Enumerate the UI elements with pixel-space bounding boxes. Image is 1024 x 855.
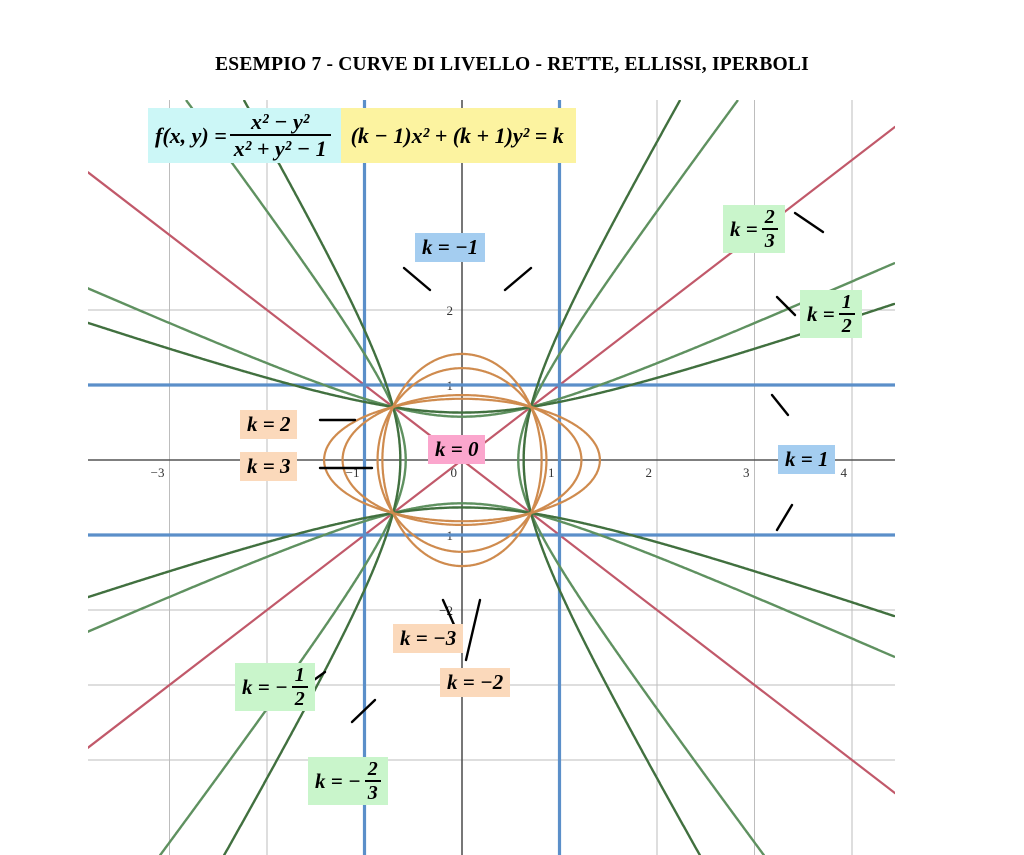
svg-text:1: 1: [548, 465, 555, 480]
svg-text:4: 4: [841, 465, 848, 480]
leader-line: [770, 393, 790, 417]
axes: [88, 100, 895, 855]
page-title: ESEMPIO 7 - CURVE DI LIVELLO - RETTE, EL…: [215, 54, 809, 75]
label-k-1: k = 1: [778, 445, 836, 474]
formula-banner: f(x, y) = x² − y² x² + y² − 1 (k − 1)x² …: [148, 108, 576, 163]
level-equation-box: (k − 1)x² + (k + 1)y² = k: [340, 108, 576, 163]
leader-line: [775, 503, 794, 532]
leader-line: [793, 211, 825, 234]
fraction-denominator: 2: [291, 686, 308, 709]
fraction-denominator: x² + y² − 1: [229, 134, 331, 160]
label-k-two-thirds: k = 2 3: [723, 205, 785, 253]
label-text: k = −: [315, 768, 361, 793]
fraction-denominator: 3: [364, 780, 381, 803]
curve: [341, 393, 583, 527]
curve: [88, 502, 895, 658]
function-definition-box: f(x, y) = x² − y² x² + y² − 1: [148, 108, 341, 163]
curve: [88, 506, 895, 618]
leader-line: [441, 598, 457, 629]
leader-line: [503, 266, 533, 292]
fraction-numerator: 2: [764, 206, 775, 228]
fraction: 2 3: [761, 206, 778, 251]
curve: [223, 100, 402, 855]
curve: [522, 100, 701, 855]
curve: [88, 302, 895, 414]
curve: [88, 262, 895, 418]
curve: [159, 100, 407, 855]
leader-line: [350, 698, 377, 724]
fraction-denominator: 2: [838, 313, 855, 336]
label-k-2: k = 2: [240, 410, 298, 439]
curve: [381, 352, 543, 568]
fraction-numerator: 1: [294, 664, 305, 686]
label-k-0: k = 0: [428, 435, 486, 464]
label-k-one-half: k = 1 2: [800, 290, 862, 338]
label-k-minus-2: k = −2: [440, 668, 511, 697]
leader-line: [402, 266, 432, 292]
svg-text:−3: −3: [151, 465, 165, 480]
leader-line: [464, 598, 482, 662]
svg-text:2: 2: [646, 465, 653, 480]
svg-text:2: 2: [447, 303, 454, 318]
curve: [88, 171, 895, 795]
fraction-numerator: x² − y²: [251, 109, 310, 134]
function-prefix: f(x, y) =: [155, 122, 227, 148]
function-fraction: x² − y² x² + y² − 1: [229, 109, 331, 160]
leader-line: [775, 295, 797, 317]
fraction: 2 3: [364, 758, 381, 803]
curve: [517, 100, 765, 855]
fraction: 1 2: [291, 664, 308, 709]
fraction-numerator: 1: [841, 291, 852, 313]
svg-text:−4: −4: [53, 465, 67, 480]
fraction: 1 2: [838, 291, 855, 336]
fraction-numerator: 2: [367, 758, 378, 780]
svg-text:3: 3: [743, 465, 750, 480]
svg-text:0: 0: [451, 465, 458, 480]
label-k-neg-one-half: k = − 1 2: [235, 663, 315, 711]
curve: [376, 367, 548, 553]
label-text: k =: [730, 216, 758, 241]
label-k-minus-3: k = −3: [393, 624, 464, 653]
label-k-neg-two-thirds: k = − 2 3: [308, 757, 388, 805]
label-text: k =: [807, 301, 835, 326]
fraction-denominator: 3: [761, 228, 778, 251]
label-k-3: k = 3: [240, 452, 298, 481]
label-text: k = −: [242, 674, 288, 699]
label-k-minus-1: k = −1: [415, 233, 486, 262]
